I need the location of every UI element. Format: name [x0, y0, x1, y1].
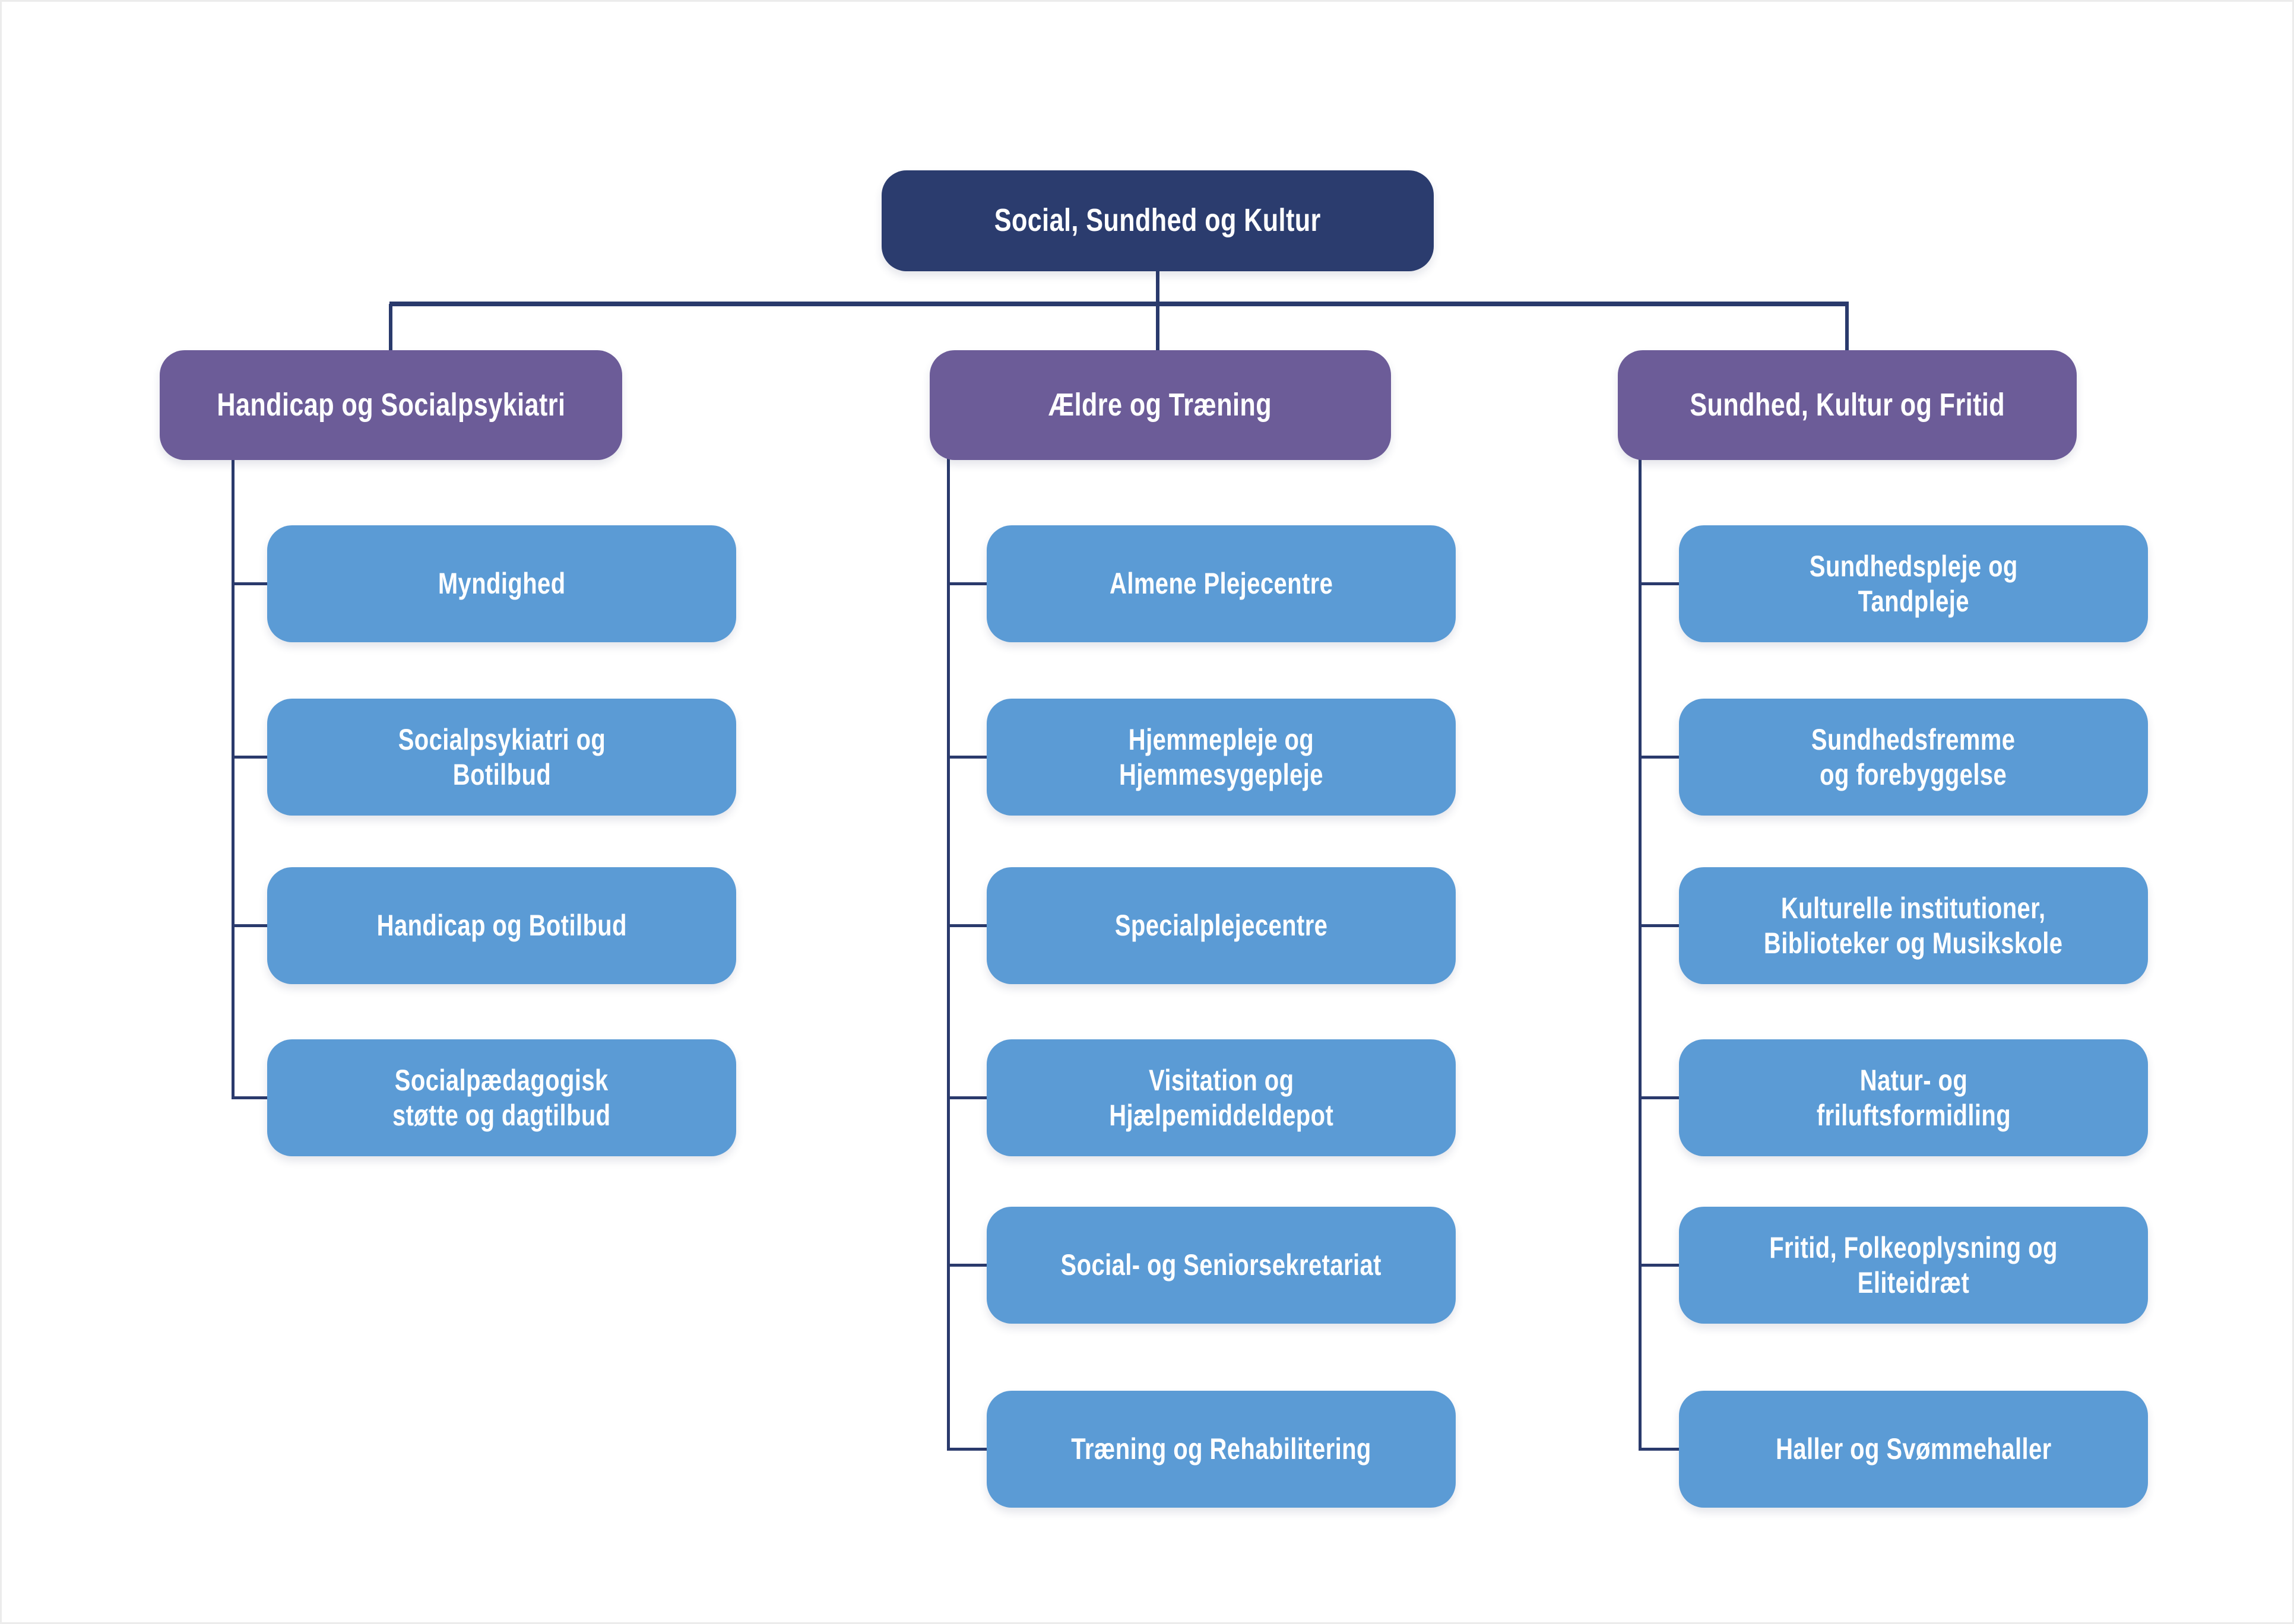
leaf-node-sundhedsfremme-og-forebyggelse: Sundhedsfremme og forebyggelse [1679, 699, 2148, 816]
leaf-node-label: Sundhedspleje og Tandpleje [1809, 549, 2018, 618]
connector-stub-col3-row5 [1639, 1264, 1680, 1267]
connector-stub-col3-row1 [1639, 582, 1680, 585]
connector-rail-col2 [947, 458, 950, 1451]
leaf-node-sundhedspleje-og-tandpleje: Sundhedspleje og Tandpleje [1679, 525, 2148, 642]
leaf-node-label: Fritid, Folkeoplysning og Eliteidræt [1769, 1230, 2058, 1299]
leaf-node-traening-og-rehabilitering: Træning og Rehabilitering [987, 1391, 1456, 1508]
leaf-node-hjemmepleje-og-hjemmesygepleje: Hjemmepleje og Hjemmesygepleje [987, 699, 1456, 816]
connector-stub-col1-row3 [232, 924, 268, 927]
connector-main-horizontal [389, 302, 1849, 306]
connector-stub-col1-row4 [232, 1096, 268, 1099]
connector-rail-col3 [1639, 458, 1642, 1451]
leaf-node-label: Kulturelle institutioner, Biblioteker og… [1764, 891, 2063, 960]
leaf-node-social-og-seniorsekretariat: Social- og Seniorsekretariat [987, 1207, 1456, 1324]
connector-stub-col1-row2 [232, 756, 268, 759]
connector-branch3-drop [1845, 304, 1849, 351]
leaf-node-label: Handicap og Botilbud [376, 909, 627, 942]
leaf-node-socialpaedagogisk-stoette-og-dagtilbud: Socialpædagogisk støtte og dagtilbud [267, 1039, 736, 1156]
branch-node-handicap-og-socialpsykiatri: Handicap og Socialpsykiatri [160, 350, 622, 460]
connector-stub-col2-row1 [947, 582, 988, 585]
leaf-node-visitation-og-hjaelpemiddeldepot: Visitation og Hjælpemiddeldepot [987, 1039, 1456, 1156]
leaf-node-almene-plejecentre: Almene Plejecentre [987, 525, 1456, 642]
connector-rail-col1 [232, 458, 235, 1099]
branch-node-label: Sundhed, Kultur og Fritid [1690, 386, 2005, 423]
leaf-node-label: Natur- og friluftsformidling [1816, 1063, 2011, 1132]
leaf-node-myndighed: Myndighed [267, 525, 736, 642]
leaf-node-label: Almene Plejecentre [1109, 567, 1333, 600]
connector-stub-col2-row2 [947, 756, 988, 759]
leaf-node-label: Visitation og Hjælpemiddeldepot [1109, 1063, 1333, 1132]
connector-stub-col3-row6 [1639, 1448, 1680, 1451]
branch-node-label: Ældre og Træning [1048, 386, 1272, 423]
root-node: Social, Sundhed og Kultur [882, 170, 1434, 271]
connector-stub-col3-row4 [1639, 1096, 1680, 1099]
connector-stub-col3-row3 [1639, 924, 1680, 927]
leaf-node-label: Myndighed [438, 567, 566, 600]
leaf-node-label: Træning og Rehabilitering [1071, 1432, 1371, 1466]
connector-stub-col1-row1 [232, 582, 268, 585]
connector-branch2-drop [1156, 304, 1159, 351]
leaf-node-label: Sundhedsfremme og forebyggelse [1811, 722, 2016, 791]
connector-stub-col2-row5 [947, 1264, 988, 1267]
connector-stub-col3-row2 [1639, 756, 1680, 759]
leaf-node-socialpsykiatri-og-botilbud: Socialpsykiatri og Botilbud [267, 699, 736, 816]
connector-branch1-drop [389, 304, 392, 351]
branch-node-aeldre-og-traening: Ældre og Træning [930, 350, 1391, 460]
leaf-node-label: Socialpsykiatri og Botilbud [398, 722, 606, 791]
leaf-node-fritid-folkeoplysning-og-eliteidraet: Fritid, Folkeoplysning og Eliteidræt [1679, 1207, 2148, 1324]
leaf-node-label: Haller og Svømmehaller [1775, 1432, 2052, 1466]
branch-node-sundhed-kultur-og-fritid: Sundhed, Kultur og Fritid [1618, 350, 2077, 460]
branch-node-label: Handicap og Socialpsykiatri [216, 386, 565, 423]
leaf-node-natur-og-friluftsformidling: Natur- og friluftsformidling [1679, 1039, 2148, 1156]
leaf-node-handicap-og-botilbud: Handicap og Botilbud [267, 867, 736, 984]
connector-stub-col2-row3 [947, 924, 988, 927]
leaf-node-specialplejecentre: Specialplejecentre [987, 867, 1456, 984]
leaf-node-label: Hjemmepleje og Hjemmesygepleje [1119, 722, 1323, 791]
connector-stub-col2-row4 [947, 1096, 988, 1099]
connector-root-drop [1156, 271, 1159, 305]
leaf-node-kulturelle-institutioner-biblioteker-og-musikskole: Kulturelle institutioner, Biblioteker og… [1679, 867, 2148, 984]
leaf-node-label: Specialplejecentre [1114, 909, 1328, 942]
root-node-label: Social, Sundhed og Kultur [994, 202, 1321, 239]
leaf-node-label: Social- og Seniorsekretariat [1060, 1248, 1382, 1282]
leaf-node-label: Socialpædagogisk støtte og dagtilbud [392, 1063, 611, 1132]
connector-stub-col2-row6 [947, 1448, 988, 1451]
leaf-node-haller-og-svoemmehaller: Haller og Svømmehaller [1679, 1391, 2148, 1508]
